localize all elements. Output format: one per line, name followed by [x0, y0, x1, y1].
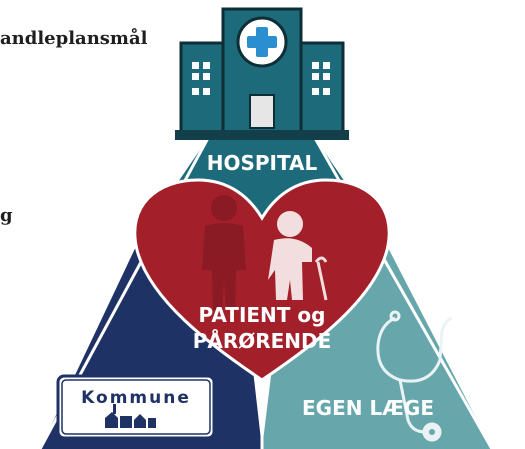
- kommune-label: Kommune: [81, 388, 191, 408]
- center-label-line2: PÅRØRENDE: [193, 329, 332, 353]
- center-label-line1: PATIENT og: [199, 303, 326, 327]
- patient-heart: [133, 178, 391, 382]
- hospital-label: HOSPITAL: [207, 151, 318, 175]
- elderly-couple-icon: [202, 195, 328, 310]
- egen-laege-label: EGEN LÆGE: [302, 396, 434, 420]
- medical-cross-icon: [236, 16, 288, 68]
- kommune-sign: Kommune: [56, 374, 216, 440]
- side-caption-middle: g: [0, 205, 13, 226]
- side-caption-top: andleplansmål: [0, 28, 148, 49]
- hospital-building-icon: [175, 7, 349, 140]
- town-skyline-icon: [105, 404, 156, 428]
- stethoscope-icon: [376, 310, 453, 442]
